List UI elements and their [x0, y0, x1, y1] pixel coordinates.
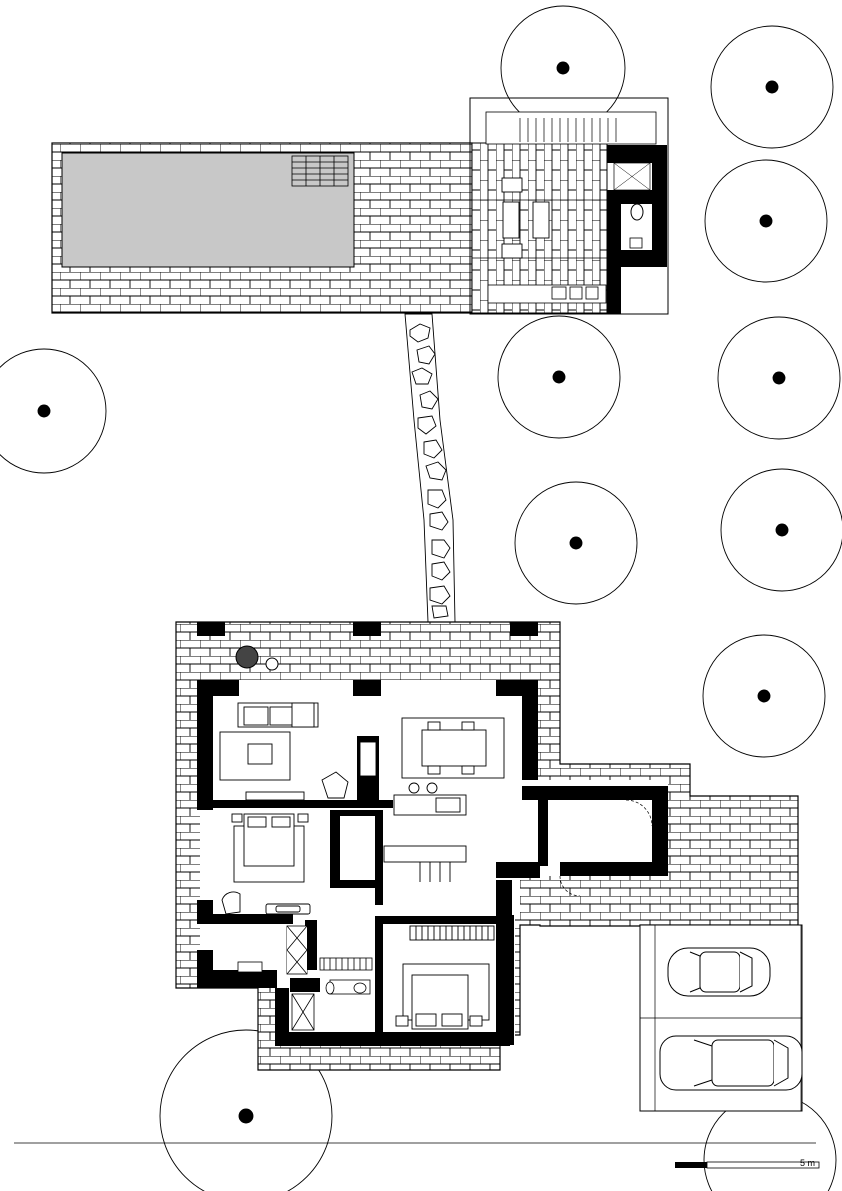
pool-house: [469, 97, 669, 315]
tree: [514, 481, 638, 605]
dining-table: [421, 729, 487, 767]
stone-path: [404, 313, 456, 623]
tree: [159, 1029, 333, 1191]
scale-label: 5 m: [800, 1158, 816, 1168]
toilet-icon: [630, 203, 644, 221]
terrace-table: [235, 645, 279, 671]
car-icon: [667, 947, 771, 997]
tree: [710, 25, 834, 149]
tree: [500, 5, 626, 131]
main-house: [175, 621, 799, 1071]
bathroom: [237, 925, 373, 1031]
pool-steps: [291, 155, 349, 187]
tree: [702, 634, 826, 758]
storage-room: [559, 799, 653, 897]
carport: [639, 924, 803, 1112]
car-icon: [659, 1035, 803, 1091]
house-walls: [197, 622, 668, 1046]
tree: [0, 348, 107, 474]
outdoor-table: [501, 177, 550, 259]
tree: [497, 315, 621, 439]
tree: [720, 468, 842, 592]
scale-bar: [675, 1161, 820, 1169]
tree: [717, 316, 841, 440]
trees: [0, 5, 842, 1191]
tree: [704, 159, 828, 283]
fireplace: [359, 741, 377, 777]
armchair-icon: [321, 771, 349, 799]
pool: [61, 152, 355, 268]
living-room: [219, 702, 377, 801]
kitchen-dining: [383, 717, 505, 882]
bedroom: [221, 813, 311, 915]
master-bedroom: [395, 925, 495, 1030]
pool-house-walls: [607, 145, 667, 314]
